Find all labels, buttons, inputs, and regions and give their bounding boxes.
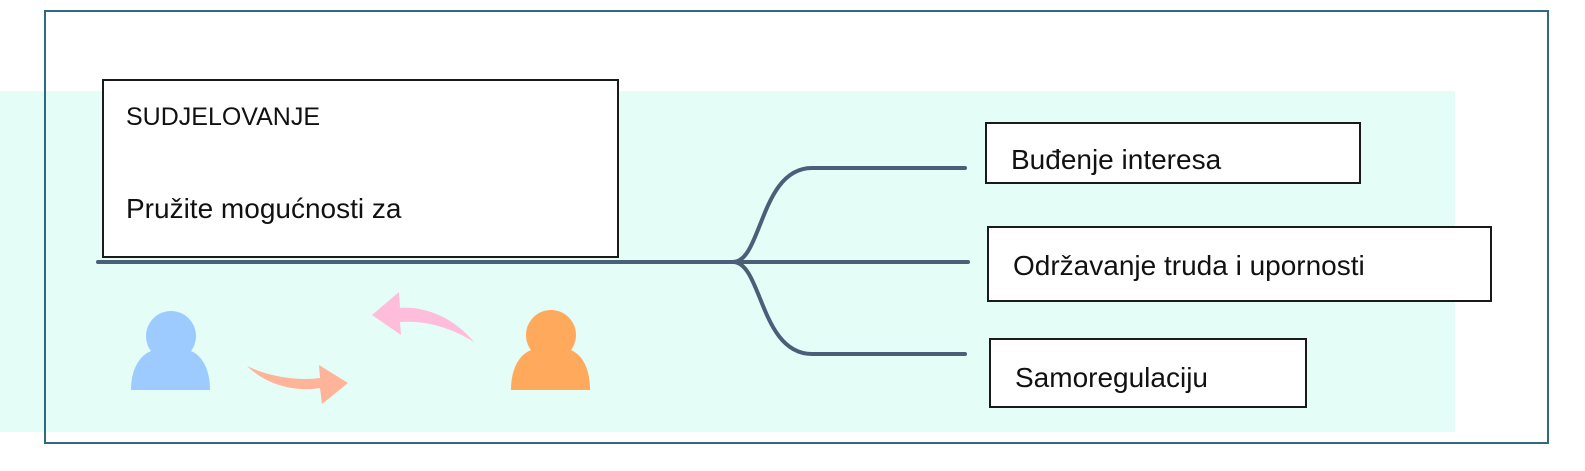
connector-lines — [96, 166, 970, 356]
branch-label-interest: Buđenje interesa — [1011, 144, 1222, 175]
branch-label-self-regulation: Samoregulaciju — [1015, 362, 1208, 393]
branch-connector-top — [731, 166, 967, 264]
branch-box-self-regulation: Samoregulaciju — [989, 338, 1307, 408]
diagram-frame — [44, 10, 1549, 444]
branch-box-persistence: Održavanje truda i upornosti — [987, 226, 1492, 302]
person-icon-orange — [511, 310, 590, 390]
branch-box-interest: Buđenje interesa — [985, 122, 1361, 184]
main-topic-title: SUDJELOVANJE — [126, 103, 321, 131]
arrow-left-icon — [372, 292, 474, 342]
branch-connector-bottom — [731, 260, 967, 356]
main-topic-box: SUDJELOVANJE Pružite mogućnosti za — [102, 79, 619, 258]
main-topic-subtitle: Pružite mogućnosti za — [126, 193, 402, 224]
arrow-right-icon — [247, 365, 348, 404]
branch-label-persistence: Održavanje truda i upornosti — [1013, 250, 1365, 281]
person-icon-blue — [131, 311, 210, 390]
